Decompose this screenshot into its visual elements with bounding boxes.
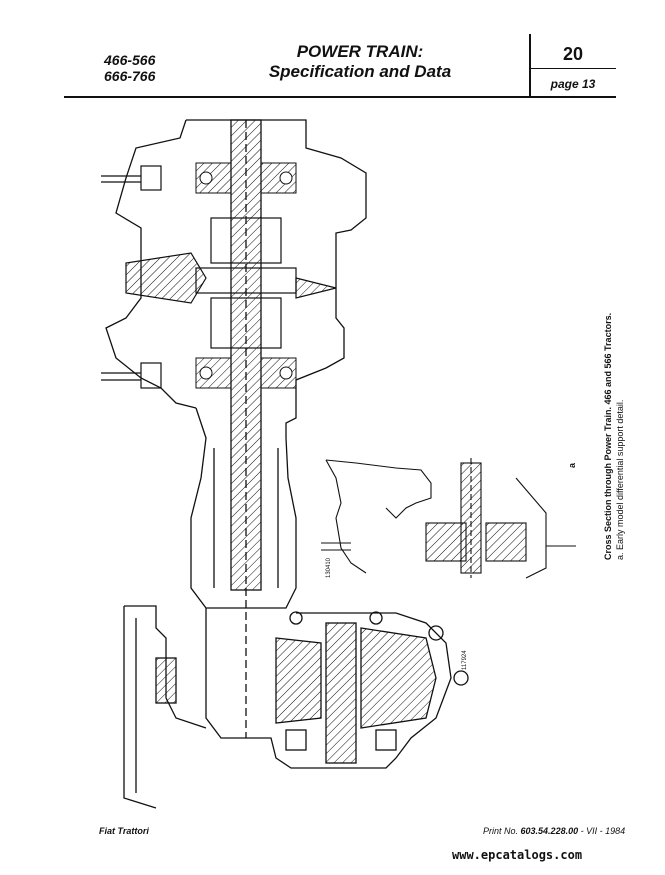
caption-title: Cross Section through Power Train. 466 a… <box>603 312 613 560</box>
publisher-name: Fiat Trattori <box>99 826 149 836</box>
model-line-1: 466-566 <box>104 52 156 68</box>
detail-a-inset <box>321 458 576 579</box>
section-number: 20 <box>562 44 584 64</box>
print-number: Print No. 603.54.228.00 - VII - 1984 <box>483 826 625 836</box>
watermark-link[interactable]: www.epcatalogs.com <box>452 848 583 862</box>
print-number-value: 603.54.228.00 <box>520 826 579 836</box>
figure-code-main: 117924 <box>462 650 468 670</box>
page-number: page 13 <box>550 77 596 91</box>
print-prefix: Print No. <box>483 826 519 836</box>
title-line-1: POWER TRAIN: <box>296 42 424 61</box>
power-train-cross-section-drawing <box>101 119 576 809</box>
final-drive-housing <box>123 605 469 809</box>
figure-caption: Cross Section through Power Train. 466 a… <box>602 300 626 560</box>
title-line-2: Specification and Data <box>268 62 452 81</box>
print-suffix: - VII - 1984 <box>578 826 626 836</box>
main-housing <box>105 119 367 738</box>
caption-note: a. Early model differential support deta… <box>615 399 625 560</box>
figure-code-detail: 130410 <box>326 557 332 578</box>
model-numbers: 466-566 666-766 <box>104 52 155 84</box>
section-divider <box>531 68 616 69</box>
bearing-blocks <box>195 162 297 389</box>
differential-gears <box>125 217 337 349</box>
header-divider-vertical <box>529 34 531 98</box>
model-line-2: 666-766 <box>104 68 156 84</box>
header-divider-horizontal <box>64 96 616 98</box>
side-levers <box>101 165 162 389</box>
detail-label: a <box>567 462 577 468</box>
page-title: POWER TRAIN: Specification and Data <box>230 42 490 82</box>
